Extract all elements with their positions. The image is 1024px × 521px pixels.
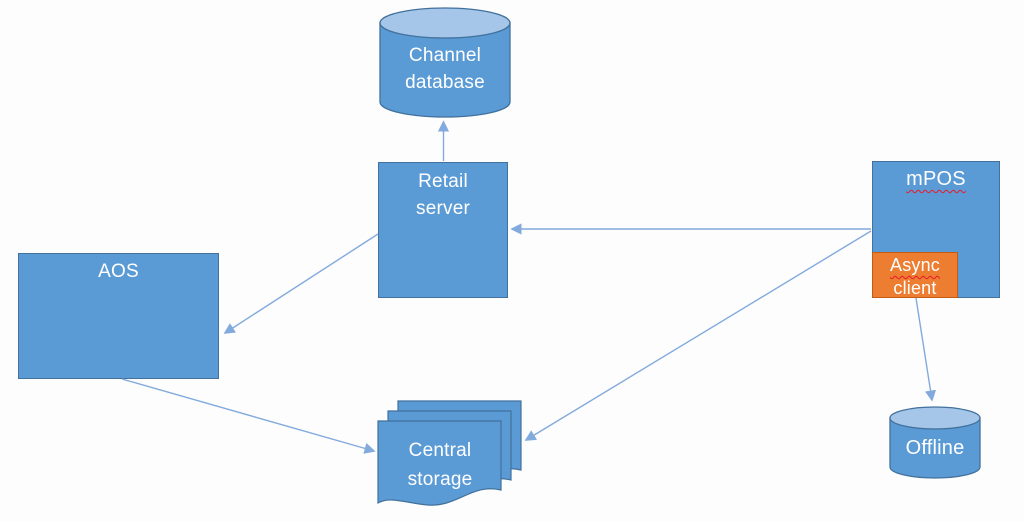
mpos-label: mPOS [872,166,1000,193]
channel-database-cylinder [379,7,511,118]
channel-database-cylinder-top [379,7,511,39]
aos-label: AOS [98,261,139,282]
aos-box [18,253,219,379]
central-storage-doc-front [377,420,502,506]
retail-server-label: Retail server [416,171,470,219]
offline-cylinder-top [889,406,981,430]
offline-label: Offline [905,437,965,459]
async-client-box [872,252,958,298]
async-client-label-line2: client [893,278,937,298]
mpos-label-text: mPOS [906,168,966,190]
offline-cylinder [889,406,981,479]
retail-server-box [378,162,508,298]
central-storage-label: Central storage [407,440,473,490]
async-client-label: Async client [872,254,958,300]
central-storage-multidocument [377,400,522,506]
async-client-label-line1: Async [889,255,941,275]
offline-cylinder-body [889,417,981,479]
channel-database-cylinder-body [379,22,511,118]
channel-database-label: Channel database [405,45,485,93]
